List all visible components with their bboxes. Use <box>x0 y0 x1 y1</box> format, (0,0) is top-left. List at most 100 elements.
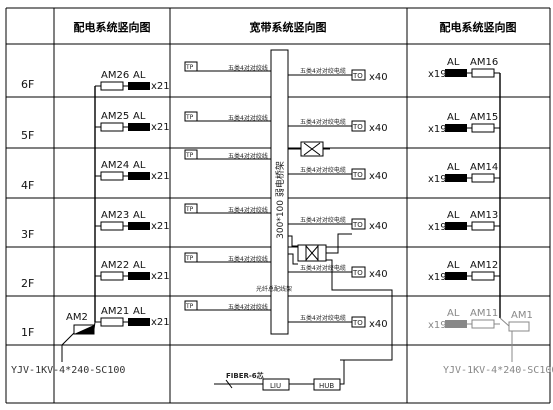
tp-label: TP <box>185 64 194 71</box>
to-label: TO <box>352 171 363 179</box>
count-label: x21 <box>151 122 170 133</box>
al-box <box>128 222 150 230</box>
cable-tray-label: 300*100 弱电桥架 <box>274 161 286 239</box>
left-row: AM23 AL x21 <box>95 210 170 232</box>
to-outlet <box>351 120 366 132</box>
incoming-cable-label: YJV-1KV-4*240-SC100 <box>11 365 125 376</box>
right-panel-title: 配电系统竖向图 <box>440 20 517 34</box>
count-label: x19 <box>428 174 447 185</box>
al-box <box>445 320 467 328</box>
to-count: x40 <box>369 123 388 134</box>
floor-label: 2F <box>21 277 34 290</box>
right-row: AL AM14 x19 <box>428 162 500 185</box>
tp-outlet <box>184 61 198 72</box>
al-box <box>128 318 150 326</box>
am-label: AM14 <box>470 162 498 173</box>
am-box <box>471 123 495 133</box>
floor-switch-2f <box>297 244 327 262</box>
right-row: AL AM11 x19 <box>428 308 500 331</box>
am-box <box>471 319 495 329</box>
count-label: x19 <box>428 320 447 331</box>
left-row: AM21 AL x21 <box>95 306 170 328</box>
tp-cable-label: 五类4对对绞线 <box>228 152 268 160</box>
tp-outlet <box>184 252 198 263</box>
am-box <box>471 221 495 231</box>
al-label: AL <box>133 160 146 171</box>
tp-label: TP <box>185 255 194 262</box>
to-outlet <box>351 69 366 81</box>
count-label: x21 <box>151 221 170 232</box>
am-box <box>100 317 124 327</box>
right-row: AL AM12 x19 <box>428 260 500 283</box>
tp-cable-label: 五类4对对绞线 <box>228 206 268 214</box>
floor-label: 3F <box>21 228 34 241</box>
to-cable-label: 五类4对对绞电缆 <box>300 166 346 174</box>
tp-label: TP <box>185 114 194 121</box>
tp-cable-labels: 五类4对对绞线 五类4对对绞线 五类4对对绞线 五类4对对绞线 五类4对对绞线 … <box>228 64 268 311</box>
right-row: AL AM13 x19 <box>428 210 500 233</box>
count-label: x21 <box>151 317 170 328</box>
tp-outlet <box>184 203 198 214</box>
count-label: x19 <box>428 69 447 80</box>
left-row: AM22 AL x21 <box>95 260 170 282</box>
main-distribution-box <box>508 321 530 332</box>
hub-label: HUB <box>319 382 334 390</box>
incoming-cable-label: YJV-1KV-4*240-SC100 <box>443 365 553 376</box>
right-row: AL AM16 x19 <box>428 57 500 80</box>
tp-label: TP <box>185 206 194 213</box>
am-label: AM21 <box>101 306 129 317</box>
left-row: AM25 AL x21 <box>95 111 170 133</box>
to-outlets: TO x40 TO x40 TO x40 TO x40 TO x40 TO x4… <box>351 69 388 330</box>
to-cable-label: 五类4对对绞电缆 <box>300 216 346 224</box>
al-label: AL <box>447 260 460 271</box>
tp-branches <box>187 70 271 311</box>
am-box <box>100 221 124 231</box>
al-box <box>445 222 467 230</box>
am-label: AM26 <box>101 70 129 81</box>
to-count: x40 <box>369 221 388 232</box>
floor-label: 1F <box>21 326 34 339</box>
al-label: AL <box>447 162 460 173</box>
am-label: AM24 <box>101 160 129 171</box>
left-panel-title: 配电系统竖向图 <box>74 20 151 34</box>
al-box <box>445 124 467 132</box>
left-power-panel: AM26 AL x21 AM25 AL x21 AM24 AL x21 <box>11 70 170 376</box>
al-box <box>445 69 467 77</box>
count-label: x21 <box>151 271 170 282</box>
al-label: AL <box>447 308 460 319</box>
tp-cable-label: 五类4对对绞线 <box>228 64 268 72</box>
al-label: AL <box>133 111 146 122</box>
liu-label: LIU <box>270 382 281 390</box>
to-outlet <box>351 266 366 278</box>
floor-label: 6F <box>21 78 34 91</box>
to-cable-label: 五类4对对绞电缆 <box>300 67 346 75</box>
al-box <box>128 272 150 280</box>
floor-labels: 6F 5F 4F 3F 2F 1F <box>21 78 34 339</box>
am-label: AM11 <box>470 308 498 319</box>
count-label: x21 <box>151 81 170 92</box>
tp-outlet <box>184 300 198 311</box>
am-label: AM25 <box>101 111 129 122</box>
al-label: AL <box>447 210 460 221</box>
count-label: x19 <box>428 272 447 283</box>
to-outlet <box>351 218 366 230</box>
tp-label: TP <box>185 303 194 310</box>
am-label: AM13 <box>470 210 498 221</box>
main-box-label: AM2 <box>66 312 88 323</box>
to-count: x40 <box>369 269 388 280</box>
al-label: AL <box>133 210 146 221</box>
to-count: x40 <box>369 171 388 182</box>
cable-tray <box>270 49 289 335</box>
main-box-shading <box>74 325 94 334</box>
center-panel-title: 宽带系统竖向图 <box>249 20 327 34</box>
to-cable-label: 五类4对对绞电缆 <box>300 118 346 126</box>
left-row: AM26 AL x21 <box>95 70 170 92</box>
broadband-panel: 300*100 弱电桥架 TP TP TP TP TP TP 五类4对对绞线 <box>184 49 393 391</box>
al-box <box>128 82 150 90</box>
am-box <box>100 171 124 181</box>
count-label: x19 <box>428 124 447 135</box>
main-box-label: AM1 <box>511 310 533 321</box>
right-row: AL AM15 x19 <box>428 112 500 135</box>
tp-cable-label: 五类4对对绞线 <box>228 114 268 122</box>
left-row: AM24 AL x21 <box>95 160 170 182</box>
